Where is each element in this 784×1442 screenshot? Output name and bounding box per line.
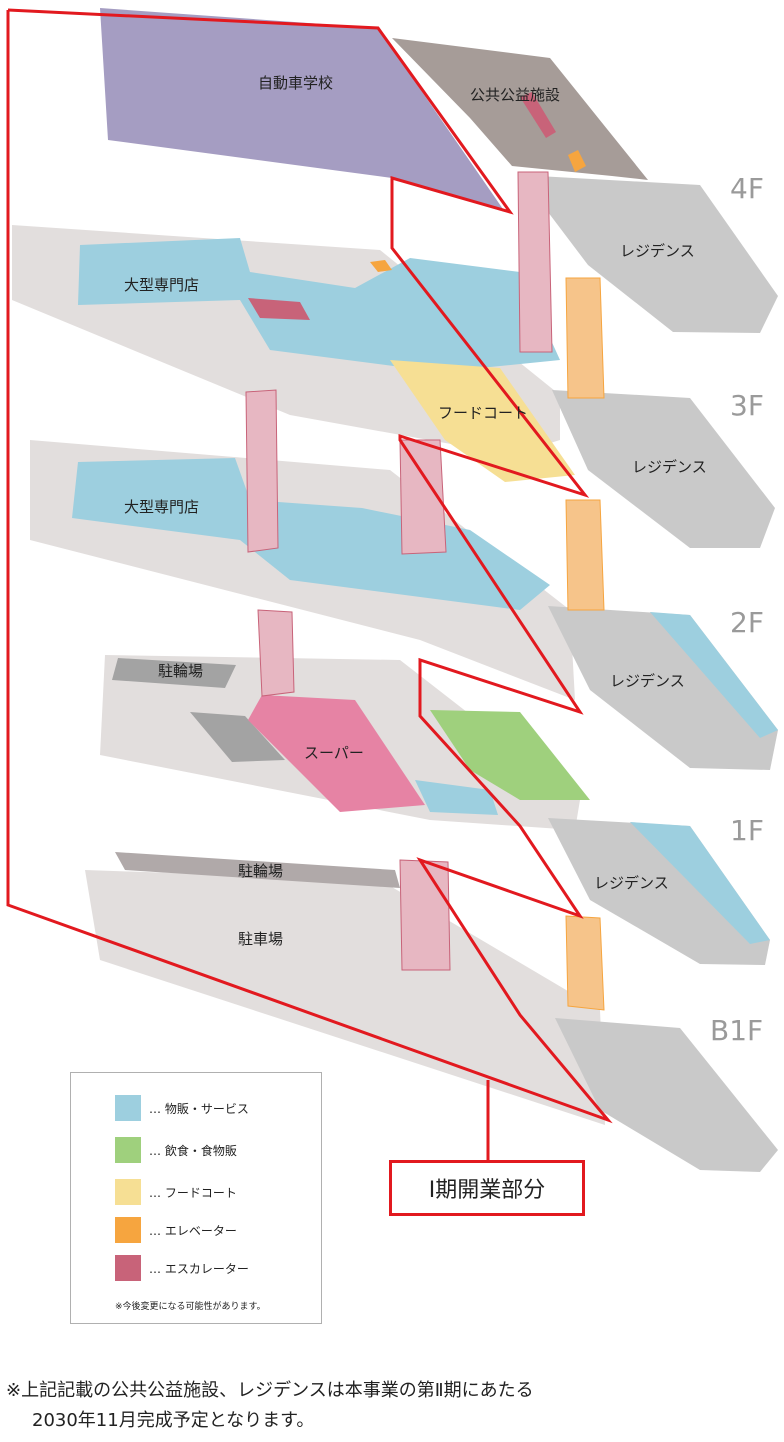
residence-2f-area [548, 606, 778, 770]
escalator-shaft-right [517, 171, 553, 353]
legend-label-food: … 飲食・食物販 [149, 1143, 237, 1158]
retail-1f-area [415, 780, 498, 815]
legend-item-food: … 飲食・食物販 [115, 1137, 237, 1163]
bike-parking-1f-area [112, 658, 236, 688]
legend-label-elevator: … エレベーター [149, 1223, 237, 1238]
label-car-parking: 駐車場 [238, 930, 283, 948]
label-driving-school: 自動車学校 [258, 74, 333, 92]
label-residence-4f: レジデンス [620, 242, 695, 260]
phase-one-label: Ⅰ期開業部分 [389, 1160, 585, 1216]
footnote-line-1: ※上記記載の公共公益施設、レジデンスは本事業の第Ⅱ期にあたる [6, 1380, 534, 1401]
label-public-facility: 公共公益施設 [470, 86, 560, 104]
food-court-area [390, 360, 575, 482]
floor-b1f-slab [85, 870, 605, 1125]
legend-item-food-court: … フードコート [115, 1179, 237, 1205]
label-specialty-3f: 大型専門店 [124, 276, 199, 294]
floor-3f [12, 225, 775, 548]
floor-label-2f: 2F [730, 606, 764, 639]
escalator-b1 [399, 859, 451, 971]
floor-b1f [85, 852, 778, 1172]
footnote: ※上記記載の公共公益施設、レジデンスは本事業の第Ⅱ期にあたる 2030年11月完… [6, 1376, 534, 1436]
bike-parking-b1-area [115, 852, 400, 888]
floor-label-1f: 1F [730, 814, 764, 847]
escalator-1f [257, 609, 295, 697]
driving-school-area [100, 8, 505, 212]
label-food-court: フードコート [438, 404, 528, 422]
label-bike-parking-b1: 駐輪場 [238, 862, 283, 880]
floor-label-3f: 3F [730, 389, 764, 422]
floor-label-b1f: B1F [710, 1014, 763, 1047]
label-bike-parking-1f: 駐輪場 [158, 662, 203, 680]
legend-label-retail: … 物販・サービス [149, 1101, 249, 1116]
gray-block-1f [190, 712, 285, 762]
escalator-2f-right [399, 439, 447, 555]
elevator-shaft [565, 277, 605, 399]
footnote-line-2: 2030年11月完成予定となります。 [32, 1410, 315, 1431]
residence-1f-area [548, 818, 770, 965]
escalator-2f-left [245, 389, 279, 553]
legend: … 物販・サービス … 飲食・食物販 … フードコート … エレベーター … エ… [70, 1072, 322, 1324]
food-1f-area [430, 710, 590, 800]
legend-swatch-escalator [115, 1255, 141, 1281]
floor-label-4f: 4F [730, 172, 764, 205]
legend-swatch-elevator [115, 1217, 141, 1243]
legend-note: ※今後変更になる可能性があります。 [115, 1302, 266, 1312]
residence-4f-area [520, 175, 778, 333]
legend-item-elevator: … エレベーター [115, 1217, 237, 1243]
elevator-4f [568, 150, 586, 172]
label-residence-2f: レジデンス [610, 672, 685, 690]
phase-one-outline [6, 8, 613, 1124]
residence-3f-area [552, 390, 775, 548]
specialty-store-3f-area [78, 238, 560, 372]
label-residence-1f: レジデンス [594, 874, 669, 892]
legend-label-escalator: … エスカレーター [149, 1261, 249, 1276]
label-residence-3f: レジデンス [632, 458, 707, 476]
specialty-store-2f-area [72, 458, 550, 610]
legend-swatch-food [115, 1137, 141, 1163]
legend-item-retail: … 物販・サービス [115, 1095, 249, 1121]
legend-swatch-retail [115, 1095, 141, 1121]
escalator-4f [520, 92, 556, 138]
label-supermarket: スーパー [304, 744, 364, 762]
elevator-3f [370, 260, 392, 272]
floor-2f [30, 389, 778, 770]
escalator-3f [248, 298, 310, 320]
elevator-b1 [565, 915, 605, 1011]
legend-item-escalator: … エスカレーター [115, 1255, 249, 1281]
residence-2f-blue-strip [650, 612, 778, 738]
public-facility-area [392, 38, 648, 180]
legend-label-food-court: … フードコート [149, 1185, 237, 1200]
residence-b1-area [555, 1018, 778, 1172]
label-specialty-2f: 大型専門店 [124, 498, 199, 516]
floor-4f [100, 8, 778, 333]
floor-1f [100, 609, 770, 965]
legend-swatch-food-court [115, 1179, 141, 1205]
residence-1f-blue-strip [630, 822, 770, 944]
elevator-shaft-2 [565, 499, 605, 611]
supermarket-area [248, 695, 425, 812]
